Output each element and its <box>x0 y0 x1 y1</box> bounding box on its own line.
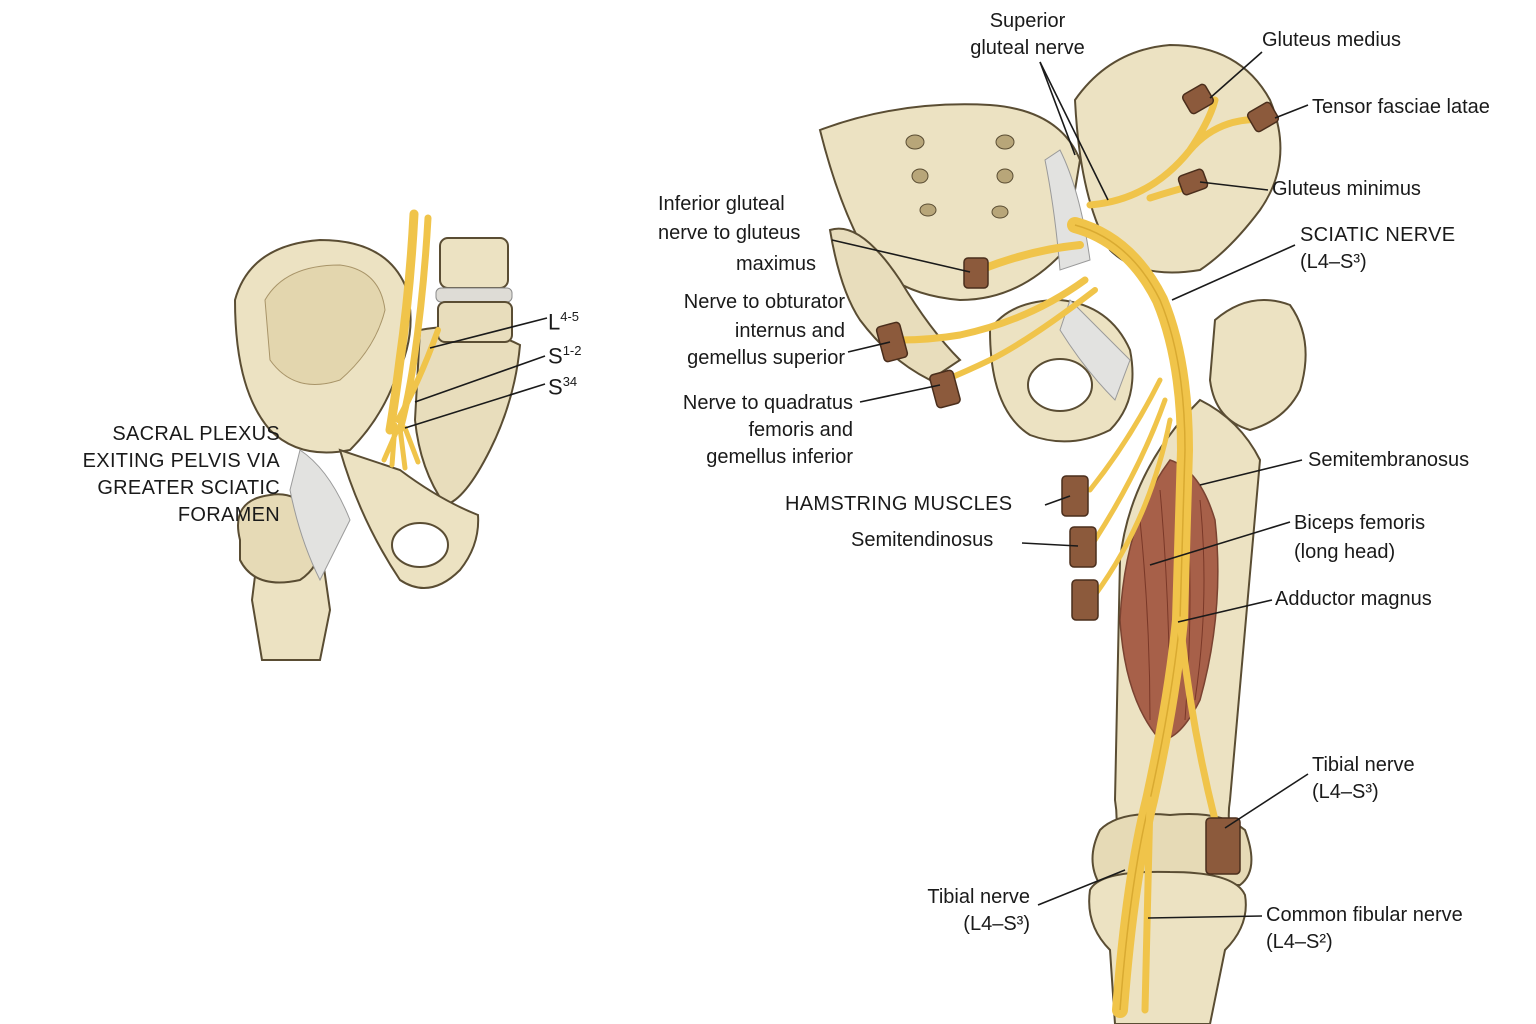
right-tibia <box>1088 870 1247 1024</box>
label-common-fibular-nerve: Common fibular nerve (L4–S²) <box>1266 902 1463 956</box>
root-s12-base: S <box>548 343 563 369</box>
left-sacrotuberous-ligament <box>289 449 351 582</box>
sciatic-nerve-title: SCIATIC NERVE <box>1300 224 1456 246</box>
inferior-gluteal-line-3: maximus <box>736 253 817 275</box>
common-fibular-nerve-path <box>1141 616 1224 1014</box>
right-sacrospinous-ligament <box>1044 149 1091 271</box>
root-label-l45: L4-5 <box>548 303 579 335</box>
sciatic-nerve-roots: (L4–S³) <box>1300 251 1367 273</box>
muscle-stumps <box>875 83 1280 875</box>
left-lumbosacral-trunk <box>385 209 419 435</box>
caption-line-4: FORAMEN <box>177 504 280 526</box>
label-hamstring-muscles: HAMSTRING MUSCLES <box>785 493 1013 515</box>
label-biceps-femoris: Biceps femoris (long head) <box>1294 510 1425 566</box>
right-greater-trochanter <box>1208 299 1307 432</box>
label-nerve-quadratus-femoris: Nerve to quadratus femoris and gemellus … <box>640 390 853 471</box>
quadratus-femoris-branch <box>942 287 1098 383</box>
right-leader-lines <box>831 51 1309 919</box>
label-tibial-nerve-left: Tibial nerve (L4–S³) <box>880 884 1030 938</box>
biceps-line-2: (long head) <box>1294 541 1396 563</box>
label-nerve-obturator-internus: Nerve to obturator internus and gemellus… <box>640 289 845 372</box>
fibular-line-1: Common fibular nerve <box>1266 904 1463 926</box>
root-s34-base: S <box>548 374 563 400</box>
obturator-line-2: internus and <box>734 320 845 342</box>
left-vertebra-l5 <box>439 237 509 289</box>
label-adductor-magnus: Adductor magnus <box>1275 588 1432 610</box>
label-gluteus-medius: Gluteus medius <box>1262 29 1401 51</box>
inferior-gluteal-line-1: Inferior gluteal <box>658 193 785 215</box>
left-s1-root <box>395 327 441 423</box>
tibial-left-line-1: Tibial nerve <box>927 886 1030 908</box>
tibial-right-line-2: (L4–S³) <box>1312 781 1379 803</box>
fibular-line-2: (L4–S²) <box>1266 931 1333 953</box>
root-s34-sup: 34 <box>562 374 578 389</box>
tibial-left-line-2: (L4–S³) <box>963 913 1030 935</box>
root-l45-base: L <box>548 309 561 335</box>
sacral-foramina <box>905 134 1015 219</box>
label-tensor-fasciae-latae: Tensor fasciae latae <box>1312 96 1490 118</box>
root-label-s34: S34 <box>548 368 577 400</box>
hamstring-branches <box>1087 377 1173 598</box>
superior-gluteal-line-1: Superior <box>989 10 1066 32</box>
label-tibial-nerve-right: Tibial nerve (L4–S³) <box>1312 752 1415 806</box>
root-s12-sup: 1-2 <box>562 343 582 358</box>
caption-line-1: SACRAL PLEXUS <box>112 423 280 445</box>
left-intervertebral-disc <box>435 287 513 303</box>
left-pelvis-figure <box>233 209 522 661</box>
left-leader-lines <box>404 317 548 429</box>
tibial-right-line-1: Tibial nerve <box>1312 754 1415 776</box>
left-ilium-fossa <box>264 264 386 385</box>
left-obturator-foramen <box>391 522 449 568</box>
biceps-line-1: Biceps femoris <box>1294 512 1426 534</box>
label-semitendinosus: Semitendinosus <box>851 529 994 551</box>
obturator-line-1: Nerve to obturator <box>683 291 845 313</box>
right-sacrotuberous-ligament <box>1059 299 1131 401</box>
label-sciatic-nerve: SCIATIC NERVE (L4–S³) <box>1300 222 1455 276</box>
root-l45-sup: 4-5 <box>560 309 580 324</box>
label-inferior-gluteal-nerve: Inferior gluteal nerve to gluteus maximu… <box>658 191 816 278</box>
quadratus-line-3: gemellus inferior <box>706 446 853 468</box>
superior-gluteal-line-2: gluteal nerve <box>970 37 1085 59</box>
label-gluteus-minimus: Gluteus minimus <box>1272 178 1421 200</box>
quadratus-line-1: Nerve to quadratus <box>682 392 853 414</box>
hamstring-muscle-belly <box>1119 459 1219 741</box>
inferior-gluteal-branch <box>976 241 1084 274</box>
sacral-plexus-caption: SACRAL PLEXUS EXITING PELVIS VIA GREATER… <box>55 421 280 529</box>
right-leg-figure <box>818 43 1307 1024</box>
inferior-gluteal-line-2: nerve to gluteus <box>658 222 801 244</box>
obturator-internus-branch <box>896 276 1089 344</box>
obturator-line-3: gemellus superior <box>687 347 845 369</box>
right-obturator-foramen <box>1027 358 1093 412</box>
quadratus-line-2: femoris and <box>748 419 854 441</box>
caption-line-2: EXITING PELVIS VIA <box>82 450 280 472</box>
caption-line-3: GREATER SCIATIC <box>97 477 280 499</box>
label-semimembranosus: Semitembranosus <box>1308 449 1470 471</box>
root-label-s12: S1-2 <box>548 337 581 369</box>
left-plexus-fan <box>381 422 421 471</box>
label-superior-gluteal-nerve: Superior gluteal nerve <box>950 8 1105 62</box>
